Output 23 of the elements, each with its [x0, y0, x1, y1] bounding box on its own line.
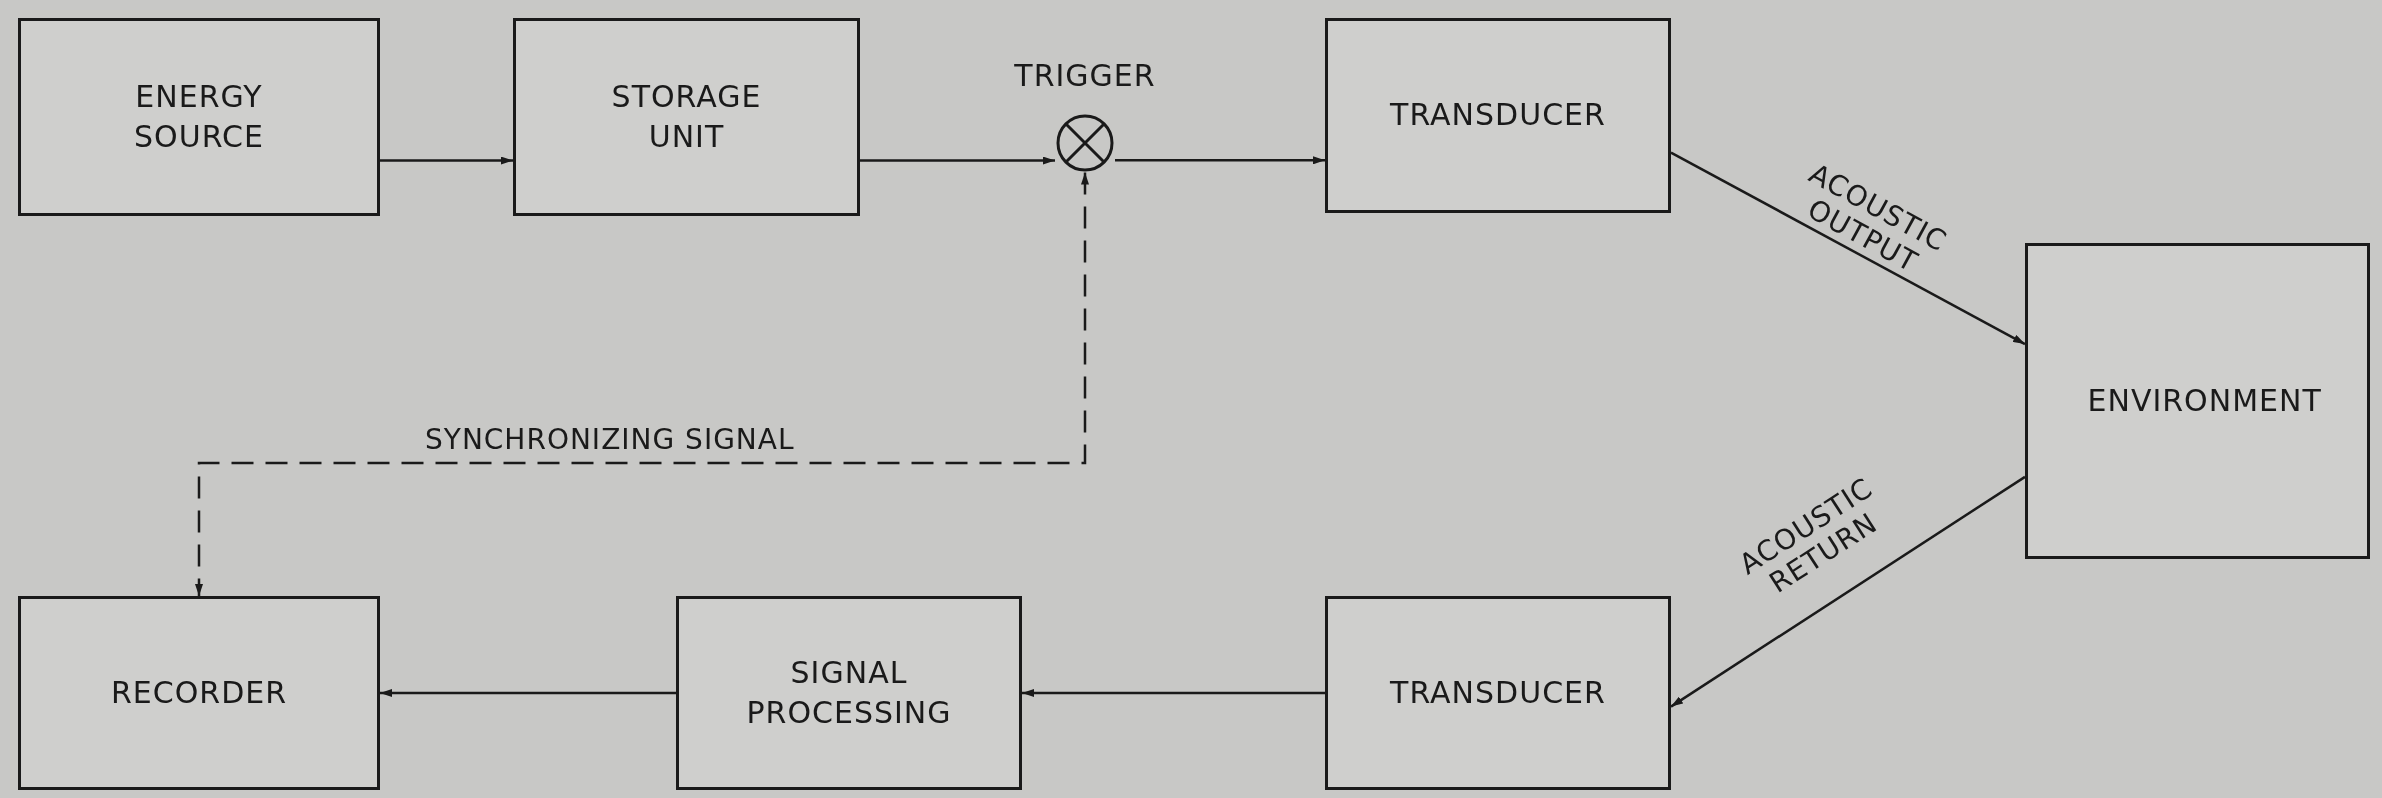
- arrow: [1670, 475, 2026, 708]
- node-label: TRANSDUCER: [1389, 673, 1607, 712]
- arrow: [380, 156, 513, 165]
- process-box: [18, 18, 380, 216]
- process-box: [513, 18, 860, 216]
- dashed-arrow: [195, 172, 1089, 596]
- arrow: [1115, 156, 1325, 165]
- arrow: [1022, 689, 1325, 697]
- node-label: RECORDER: [109, 673, 289, 712]
- arrow: [380, 689, 676, 697]
- process-box: [676, 596, 1022, 790]
- node-label: ENERGY SOURCE: [133, 77, 265, 156]
- arrow: [1670, 151, 2026, 346]
- node-label: SIGNAL PROCESSING: [745, 653, 953, 732]
- node-label: STORAGE UNIT: [610, 77, 763, 156]
- process-box: [2025, 243, 2370, 559]
- process-box: [18, 596, 380, 790]
- node-label: TRIGGER: [1013, 57, 1157, 95]
- arrow: [860, 156, 1055, 165]
- process-box: [1325, 596, 1671, 790]
- edge-label: SYNCHRONIZING SIGNAL: [425, 424, 795, 457]
- node-label: TRANSDUCER: [1389, 96, 1607, 135]
- process-box: [1325, 18, 1671, 213]
